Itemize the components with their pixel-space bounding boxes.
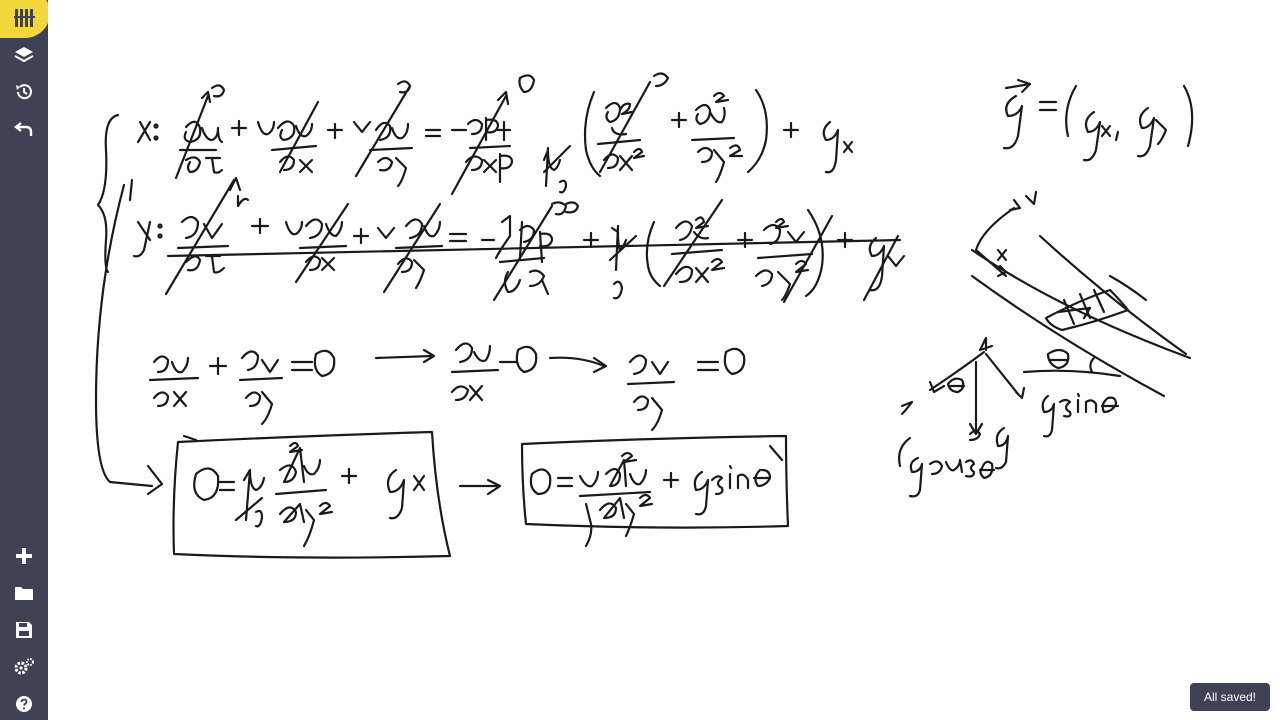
history-icon <box>16 84 32 100</box>
settings-button[interactable] <box>0 649 48 685</box>
undo-icon <box>14 122 33 136</box>
pen-tool-button[interactable] <box>0 0 50 38</box>
settings-icon <box>14 658 34 675</box>
history-button[interactable] <box>0 74 48 110</box>
open-folder-button[interactable] <box>0 575 48 611</box>
pen-tools-icon <box>14 9 35 27</box>
save-button[interactable] <box>0 612 48 648</box>
whiteboard-canvas[interactable] <box>48 0 1280 720</box>
add-icon <box>16 548 32 564</box>
add-button[interactable] <box>0 538 48 574</box>
save-icon <box>16 622 32 638</box>
layers-icon <box>14 47 34 63</box>
help-icon <box>16 696 32 712</box>
handwritten-equations-drawing <box>94 72 1194 559</box>
saved-toast: All saved! <box>1190 683 1270 711</box>
saved-toast-text: All saved! <box>1203 690 1257 704</box>
toolbar-sidebar <box>0 0 50 720</box>
folder-icon <box>15 587 33 600</box>
layers-button[interactable] <box>0 37 48 73</box>
undo-button[interactable] <box>0 111 48 147</box>
help-button[interactable] <box>0 686 48 720</box>
